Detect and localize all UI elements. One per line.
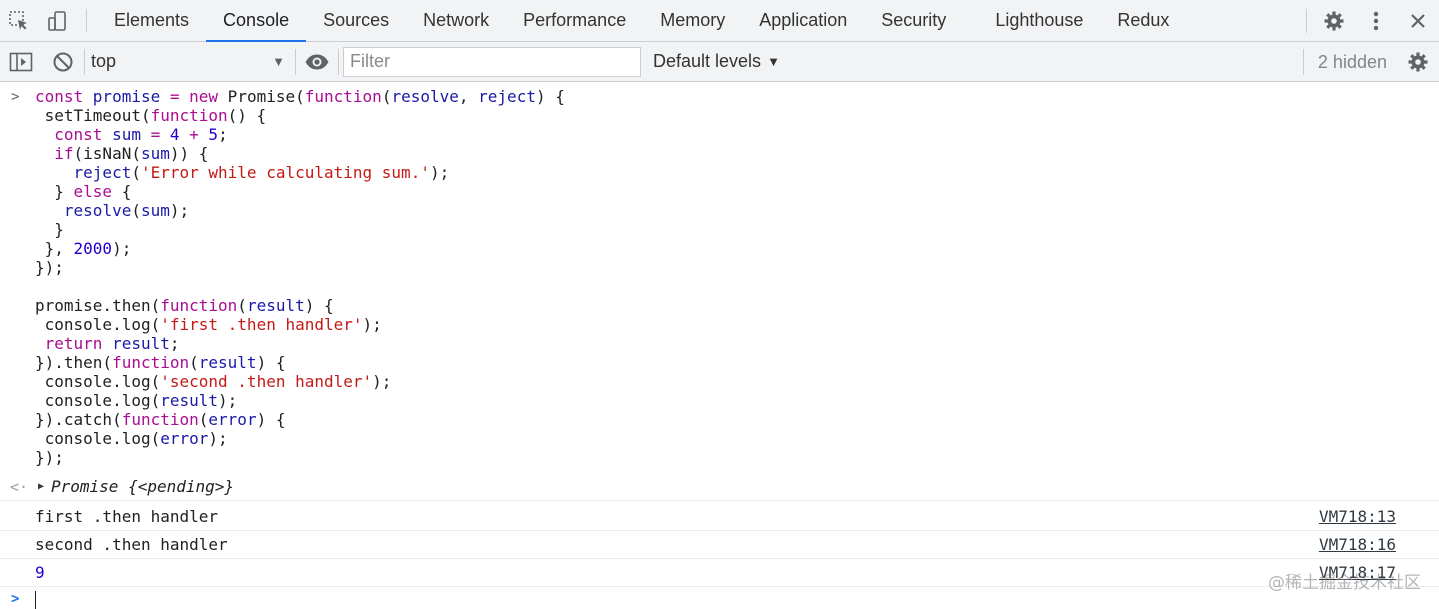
context-value: top <box>91 51 117 71</box>
code-line: setTimeout(function() { <box>35 106 267 125</box>
devtools-tab-bar: Elements Console Sources Network Perform… <box>0 0 1439 42</box>
code-line: }, 2000); <box>35 239 132 258</box>
code-line: } else { <box>35 182 132 201</box>
show-sidebar-icon[interactable] <box>0 42 42 82</box>
settings-gear-icon[interactable] <box>1313 0 1355 42</box>
code-line: const promise = new Promise(function(res… <box>35 87 565 106</box>
console-settings-gear-icon[interactable] <box>1397 42 1439 82</box>
hidden-messages-count: 2 hidden <box>1317 51 1387 72</box>
tab-sources[interactable]: Sources <box>323 10 390 30</box>
code-line: }).then(function(result) { <box>35 353 286 372</box>
log-message-row: second .then handler VM718:16 <box>0 530 1439 559</box>
dropdown-arrow-icon: ▼ <box>767 54 780 69</box>
divider <box>86 9 87 32</box>
divider <box>295 48 296 75</box>
evaluation-result-row[interactable]: <· ▶ Promise {<pending>} <box>0 473 1439 501</box>
source-link[interactable]: VM718:17 <box>1318 563 1396 582</box>
watermark: @稀土掘金技术社区 <box>1268 573 1421 593</box>
dropdown-arrow-icon: ▼ <box>272 54 285 69</box>
expand-triangle-icon[interactable]: ▶ <box>38 481 45 492</box>
code-line: console.log('first .then handler'); <box>35 315 382 334</box>
live-expression-eye-icon[interactable] <box>296 42 338 82</box>
tab-network[interactable]: Network <box>423 10 490 30</box>
device-toolbar-icon[interactable] <box>38 0 76 41</box>
log-levels-dropdown[interactable]: Default levels ▼ <box>653 51 780 72</box>
code-line: if(isNaN(sum)) { <box>54 144 209 163</box>
divider <box>338 48 339 75</box>
tab-bar-actions <box>1300 0 1439 42</box>
code-line: const sum = 4 + 5; <box>54 125 228 144</box>
divider <box>84 48 85 75</box>
log-message: second .then handler <box>35 535 228 554</box>
tab-console[interactable]: Console <box>206 0 307 42</box>
close-icon[interactable] <box>1397 0 1439 42</box>
log-message: 9 <box>35 563 45 582</box>
console-toolbar: top ▼ Default levels ▼ 2 hidden <box>0 42 1439 82</box>
filter-input[interactable] <box>343 46 641 77</box>
code-line: resolve(sum); <box>63 201 190 220</box>
text-cursor <box>35 591 36 609</box>
panel-tabs: Elements Console Sources Network Perform… <box>97 0 1186 42</box>
inspect-element-icon[interactable] <box>0 0 38 41</box>
context-selector[interactable]: top ▼ <box>85 42 295 82</box>
code-line <box>35 277 1439 296</box>
code-line: console.log(error); <box>35 429 228 448</box>
log-levels-label: Default levels <box>653 51 762 71</box>
code-line: console.log('second .then handler'); <box>35 372 392 391</box>
prompt-chevron-icon: > <box>11 591 20 607</box>
code-line: console.log(result); <box>35 391 238 410</box>
log-message-row: first .then handler VM718:13 <box>0 502 1439 531</box>
code-line: }); <box>35 448 64 467</box>
tab-redux[interactable]: Redux <box>1117 10 1170 30</box>
tab-security[interactable]: Security <box>881 10 947 30</box>
source-link[interactable]: VM718:16 <box>1318 535 1396 554</box>
tab-performance[interactable]: Performance <box>523 10 627 30</box>
divider <box>1302 49 1304 75</box>
log-message-row: 9 VM718:17 <box>0 558 1439 587</box>
tab-application[interactable]: Application <box>759 10 848 30</box>
input-chevron-icon: > <box>11 89 20 105</box>
toolbar-right: 2 hidden <box>1302 42 1439 82</box>
divider <box>1306 9 1307 33</box>
result-value: Promise {<pending>} <box>51 477 235 496</box>
code-line: }); <box>35 258 64 277</box>
code-line: }).catch(function(error) { <box>35 410 286 429</box>
code-line: } <box>35 220 64 239</box>
code-line: reject('Error while calculating sum.'); <box>73 163 450 182</box>
evaluated-code-block: > const promise = new Promise(function(r… <box>0 83 1439 473</box>
console-prompt[interactable]: > <box>0 587 1439 609</box>
source-link[interactable]: VM718:13 <box>1318 507 1396 526</box>
console-messages: > const promise = new Promise(function(r… <box>0 83 1439 609</box>
code-line: return result; <box>44 334 180 353</box>
result-arrow-icon: <· <box>10 478 29 496</box>
tab-memory[interactable]: Memory <box>660 10 726 30</box>
tab-elements[interactable]: Elements <box>114 10 190 30</box>
clear-console-icon[interactable] <box>42 42 84 82</box>
code-line: promise.then(function(result) { <box>35 296 334 315</box>
more-options-icon[interactable] <box>1355 0 1397 42</box>
tab-lighthouse[interactable]: Lighthouse <box>995 10 1084 30</box>
log-message: first .then handler <box>35 507 219 526</box>
